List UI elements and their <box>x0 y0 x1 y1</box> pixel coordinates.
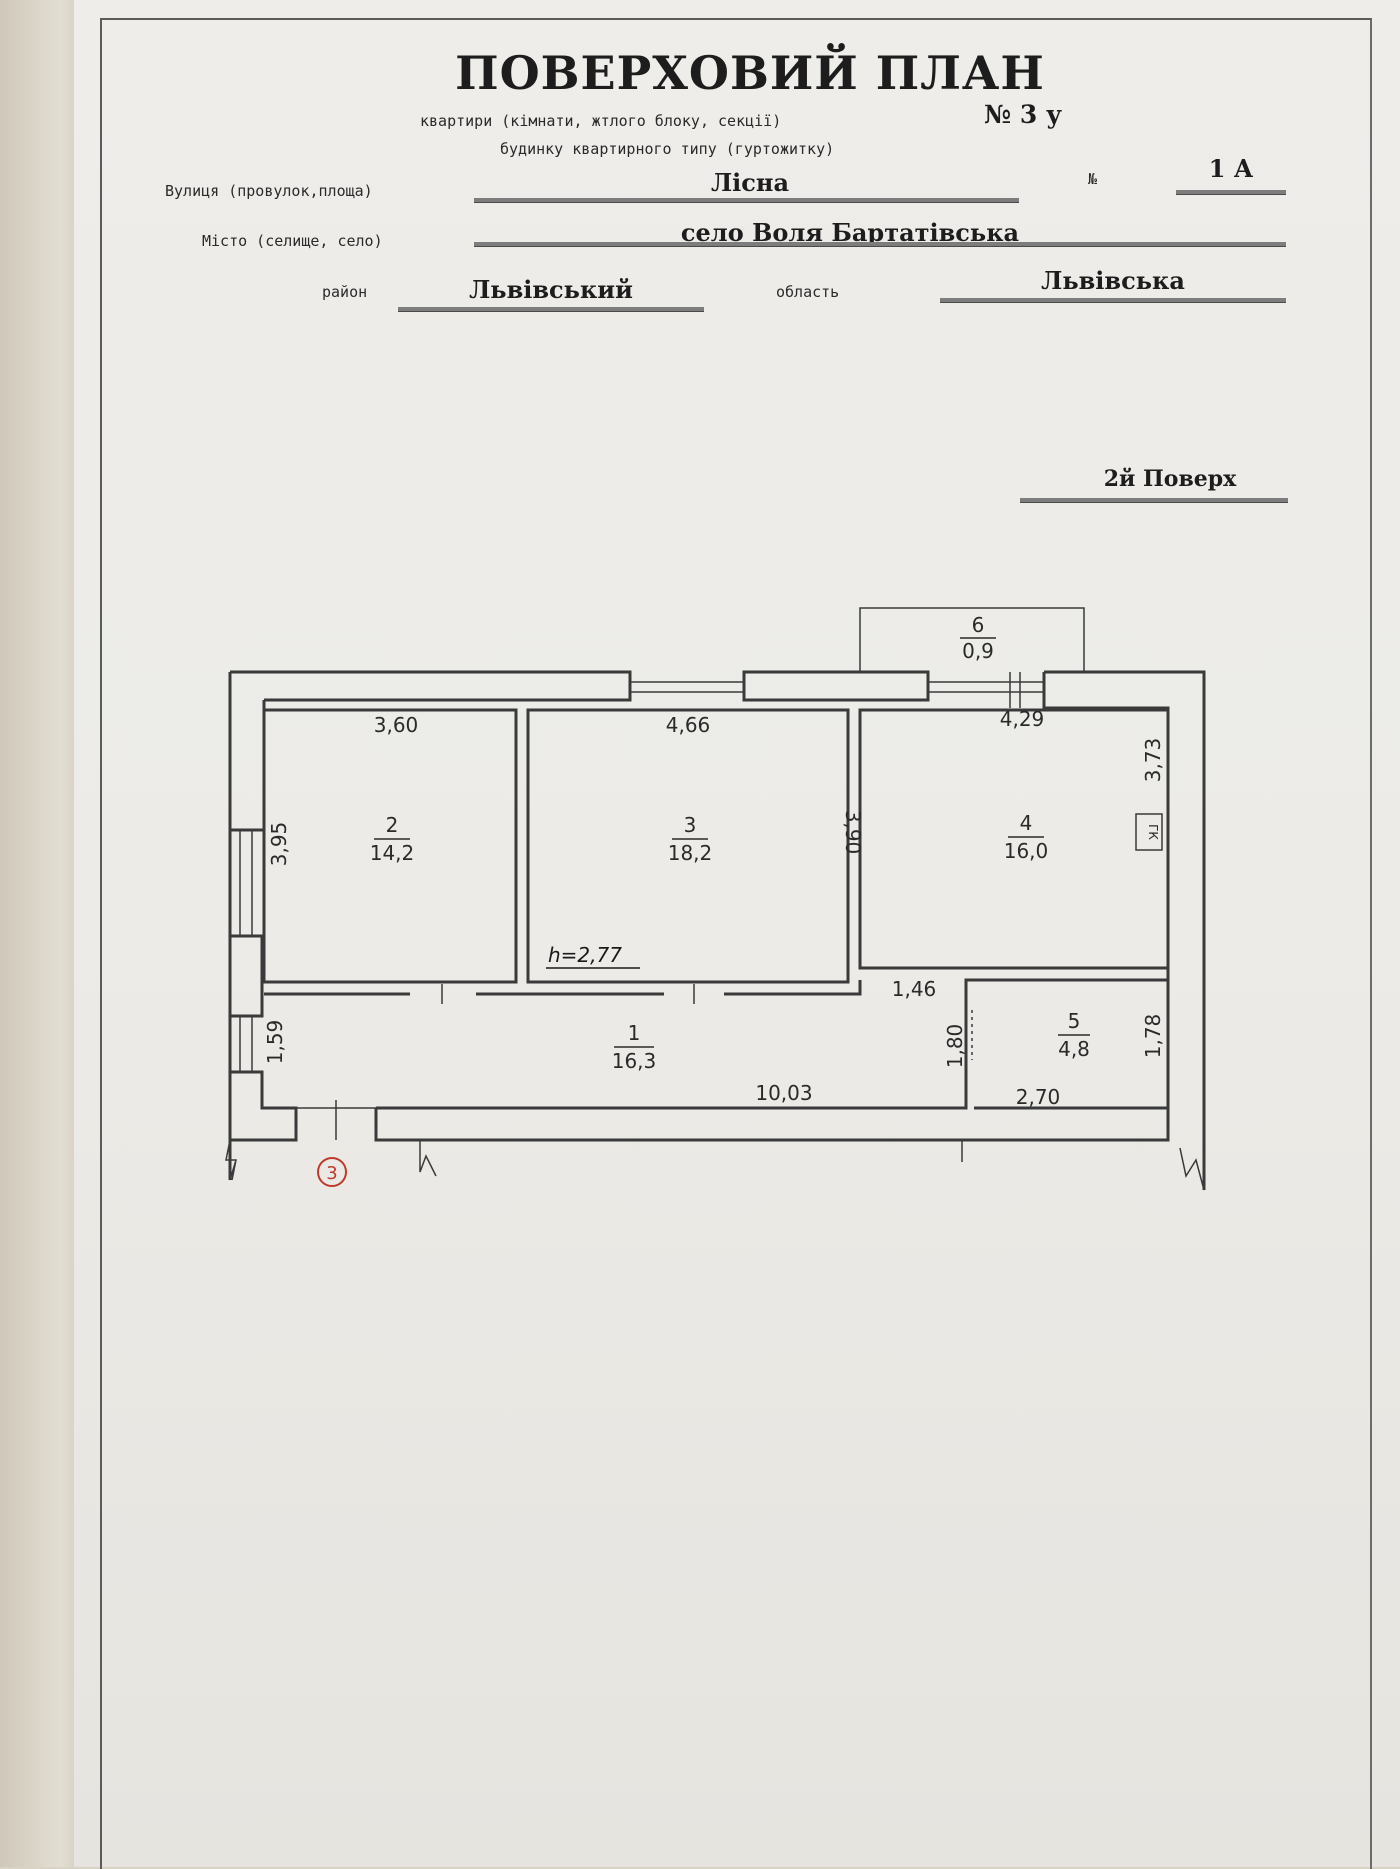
floor-underline <box>1020 498 1288 503</box>
room-4-number: 4 <box>1020 811 1033 835</box>
entrance-mark: 3 <box>326 1163 337 1184</box>
region-underline <box>940 298 1286 303</box>
room-5-number: 5 <box>1068 1009 1081 1033</box>
wall-left-lower <box>230 1070 298 1142</box>
document-title: ПОВЕРХОВИЙ ПЛАН <box>455 46 1045 100</box>
room-4-height: 3,73 <box>1141 738 1165 783</box>
street-label: Вулиця (провулок,площа) <box>165 182 373 200</box>
plan-walls <box>225 607 1206 1191</box>
room-1-area: 16,3 <box>612 1049 657 1073</box>
city-label: Місто (селище, село) <box>202 232 383 250</box>
wall-corridor-top <box>264 980 862 996</box>
wall-top-right <box>1044 670 1206 1190</box>
corridor-gap: 1,46 <box>892 977 937 1001</box>
dimension-labels: 3,60 3,95 4,66 3,90 4,29 3,73 1,46 1,59 … <box>263 707 1165 1109</box>
wall-bottom-break-4 <box>1179 1147 1205 1191</box>
wall-top-left <box>230 670 632 702</box>
wall-bottom-outer <box>374 1108 1170 1142</box>
district-value: Львівський <box>469 275 633 304</box>
room-3-number: 3 <box>684 813 697 837</box>
room-4-area: 16,0 <box>1004 839 1049 863</box>
corridor-right: 1,80 <box>943 1024 967 1069</box>
room-6-number: 6 <box>972 613 985 637</box>
room-3-height: 3,90 <box>841 810 865 855</box>
wall-bottom-break-2 <box>419 1140 437 1177</box>
balcony-outline <box>859 607 1085 672</box>
corridor-height: 1,59 <box>263 1020 287 1065</box>
district-label: район <box>322 283 368 301</box>
room-1-number: 1 <box>628 1021 641 1045</box>
wall-left-pier <box>230 934 264 1018</box>
wall-left-inner <box>230 700 266 832</box>
wall-right-inner <box>974 672 1170 1110</box>
corridor-length: 10,03 <box>755 1081 812 1105</box>
region-value: Львівська <box>1041 266 1185 295</box>
region-label: область <box>776 283 840 301</box>
room-6-area: 0,9 <box>962 639 994 663</box>
room-3-outline <box>526 708 850 984</box>
room-2-height: 3,95 <box>267 822 291 867</box>
room-2-area: 14,2 <box>370 841 415 865</box>
room-5-area: 4,8 <box>1058 1037 1090 1061</box>
apartment-number: № 3 у <box>984 100 1062 129</box>
street-underline <box>474 198 1019 203</box>
street-value: Лісна <box>710 168 790 197</box>
document-page <box>74 0 1400 1867</box>
city-underline <box>474 242 1286 247</box>
wall-corridor-bottom <box>376 978 1168 1110</box>
subtitle-line2: будинку квартирного типу (гуртожитку) <box>500 140 835 158</box>
boiler-mark: ГК <box>1146 824 1160 840</box>
room-2-number: 2 <box>386 813 399 837</box>
entrance-circle <box>317 1157 347 1187</box>
room-4-width: 4,29 <box>1000 707 1045 731</box>
room-2-width: 3,60 <box>374 713 419 737</box>
floor-label: 2й Поверх <box>1103 466 1237 492</box>
wall-bottom-break-1 <box>225 1139 237 1181</box>
room-labels: 2 14,2 3 18,2 4 16,0 1 16,3 5 4,8 6 0,9 <box>370 613 1090 1073</box>
room-3-area: 18,2 <box>668 841 713 865</box>
room-2-outline <box>262 708 518 984</box>
boiler-outline <box>1135 813 1163 851</box>
page-frame <box>100 18 1372 1869</box>
room-3-width: 4,66 <box>666 713 711 737</box>
district-underline <box>398 307 704 312</box>
wall-top-middle <box>742 670 930 702</box>
room-5-height: 1,78 <box>1141 1014 1165 1059</box>
room-5-width: 2,70 <box>1016 1085 1061 1109</box>
number-label: № <box>1088 170 1098 188</box>
number-value: 1 А <box>1208 154 1254 183</box>
room-4-outline <box>858 708 1170 970</box>
subtitle-line1: квартири (кімнати, жтлого блоку, секції) <box>420 112 782 130</box>
number-underline <box>1176 190 1286 195</box>
ceiling-height-note: h=2,77 <box>548 943 622 967</box>
